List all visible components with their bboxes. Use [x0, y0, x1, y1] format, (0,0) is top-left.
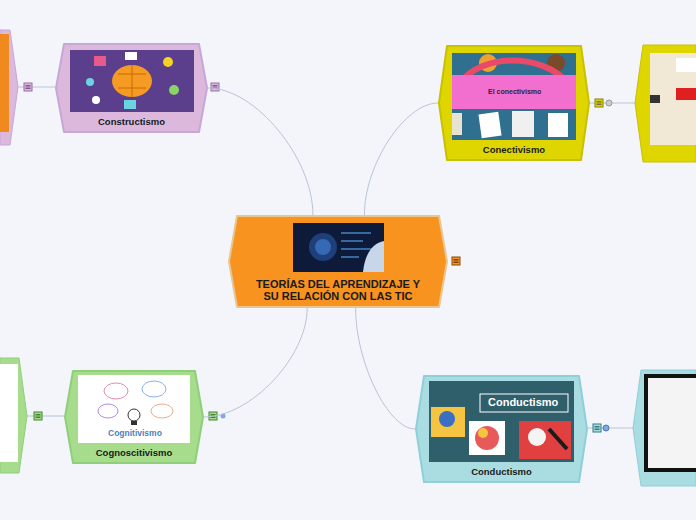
node-text-area: Constructismo [55, 117, 208, 128]
node-text-area: Conductismo [415, 467, 588, 478]
node-illustration [70, 50, 194, 112]
image-caption-text: Cognitivismo [108, 428, 162, 438]
node-illustration [429, 381, 574, 462]
partial-node-right-top [590, 45, 696, 162]
central-topic: TEORÍAS DEL APRENDIZAJE Y SU RELACIÓN CO… [228, 215, 448, 308]
subtopic-box: Cognoscitivismo [64, 370, 204, 464]
node-label: TEORÍAS DEL APRENDIZAJE Y SU RELACIÓN CO… [248, 278, 428, 303]
toggle-icons [209, 83, 460, 420]
branch-connector [204, 308, 307, 417]
branch-connector [208, 88, 313, 215]
node-label: Constructismo [98, 117, 165, 128]
node-text-area: Cognoscitivismo [64, 448, 204, 459]
node-label: Conectivismo [483, 145, 545, 156]
node-label: Cognoscitivismo [96, 448, 173, 459]
subtopic-box: Constructismo [55, 43, 208, 133]
subtopic-box: Conductismo [415, 375, 588, 483]
partial-node-left-top [0, 30, 55, 145]
branch-connector [364, 103, 438, 215]
branch-connector [356, 308, 415, 429]
node-illustration [452, 53, 576, 140]
node-illustration [293, 223, 384, 272]
node-text-area: TEORÍAS DEL APRENDIZAJE Y SU RELACIÓN CO… [228, 278, 448, 303]
node-label: Conductismo [471, 467, 532, 478]
subtopic-box: Conectivismo [438, 45, 590, 161]
partial-node-right-bottom [588, 370, 696, 486]
image-caption-text: El conectivismo [488, 88, 541, 95]
image-caption-text: Conductismo [488, 396, 558, 408]
partial-node-left-bottom [0, 358, 64, 473]
node-text-area: Conectivismo [438, 145, 590, 156]
